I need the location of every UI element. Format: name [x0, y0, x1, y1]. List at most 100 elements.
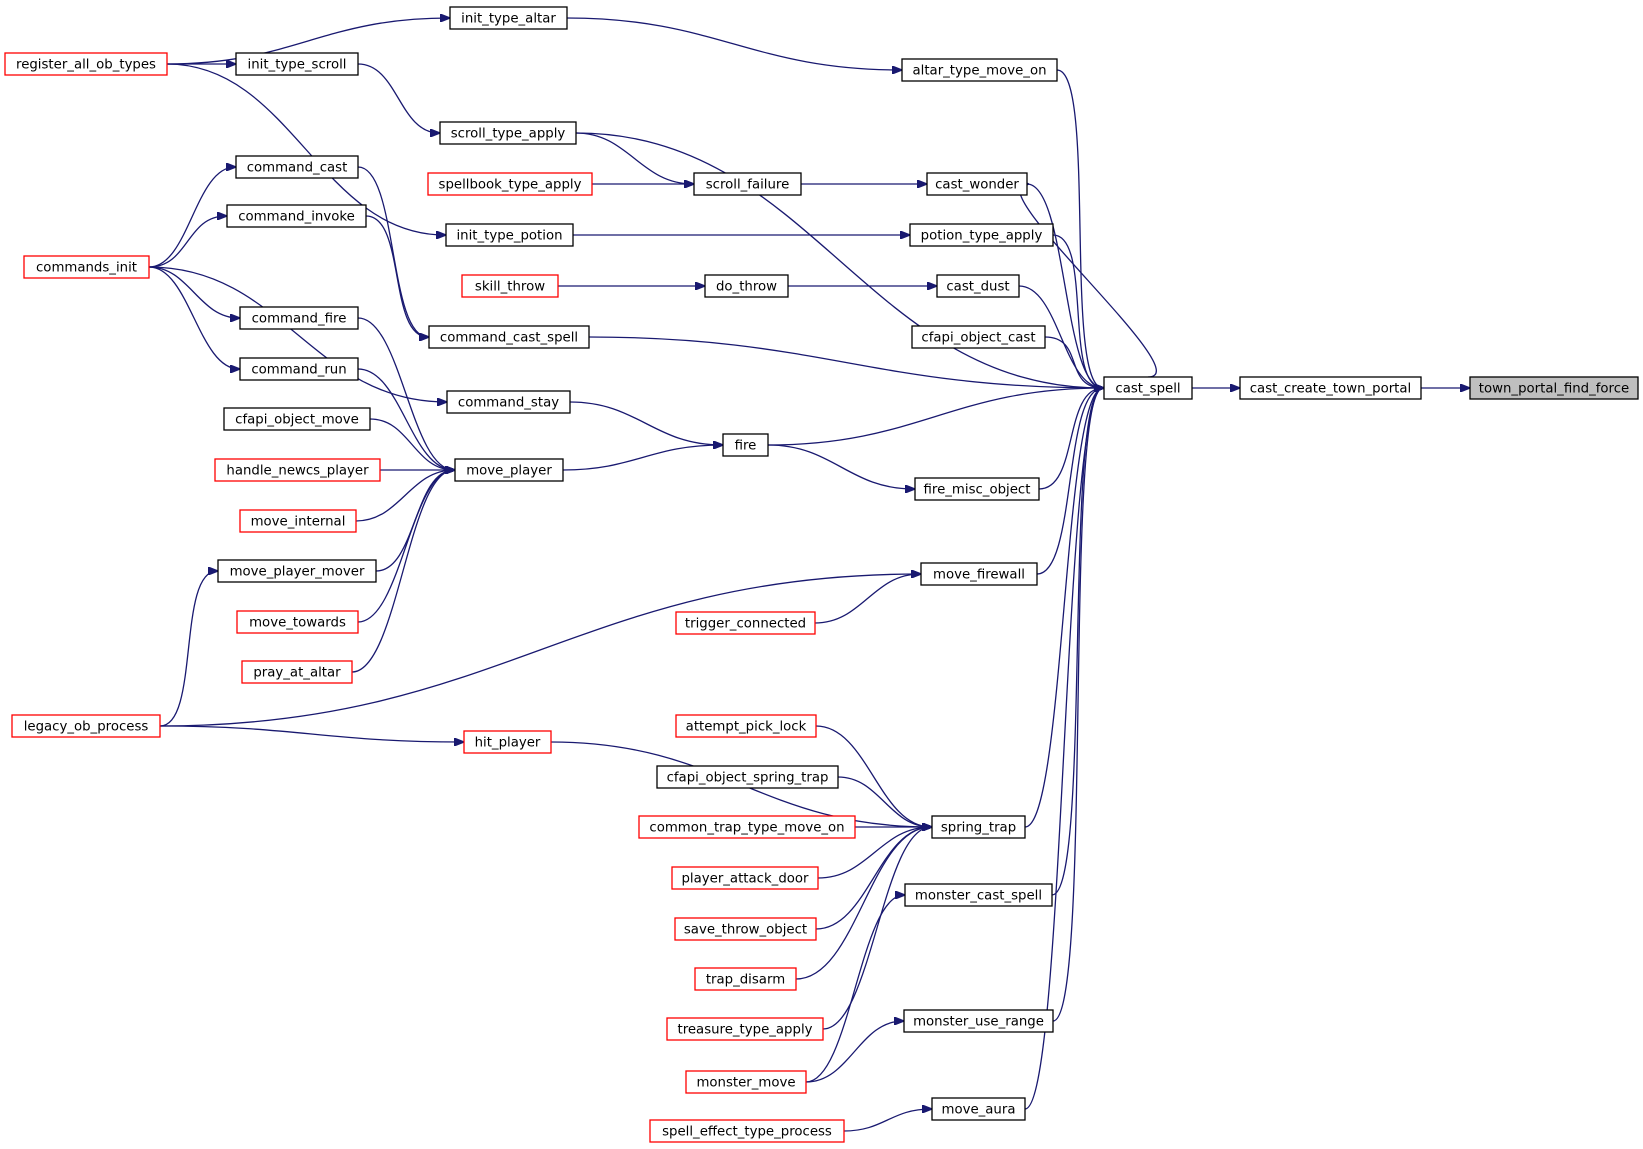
node-box [23, 255, 150, 279]
node-label: commands_init [36, 261, 137, 276]
node-box [666, 1017, 824, 1041]
node-label: skill_throw [475, 280, 545, 295]
edge-command_cast-to-command_cast_spell [357, 166, 428, 337]
node-cast-create-town-portal[interactable]: cast_create_town_portal [1239, 376, 1422, 400]
node-command-run[interactable]: command_run [239, 357, 359, 381]
node-cast-wonder[interactable]: cast_wonder [926, 172, 1028, 196]
node-command-cast-spell[interactable]: command_cast_spell [428, 325, 590, 349]
node-box [931, 815, 1026, 839]
node-label: command_run [251, 363, 346, 378]
node-trap-disarm[interactable]: trap_disarm [694, 967, 797, 991]
node-save-throw-object[interactable]: save_throw_object [674, 917, 817, 941]
node-common-trap-type-move-on[interactable]: common_trap_type_move_on [638, 815, 856, 839]
node-fire[interactable]: fire [722, 433, 769, 457]
node-label: spell_effect_type_process [662, 1125, 832, 1140]
edge-init_type_scroll-to-scroll_type_apply [357, 63, 439, 133]
node-label: init_type_potion [456, 229, 562, 244]
edge-path [357, 368, 454, 470]
node-command-fire[interactable]: command_fire [239, 306, 359, 330]
node-label: spellbook_type_apply [439, 178, 582, 193]
node-monster-use-range[interactable]: monster_use_range [903, 1009, 1054, 1033]
edge-commands_init-to-command_stay [148, 266, 446, 402]
edge-path [159, 571, 217, 727]
node-do-throw[interactable]: do_throw [704, 274, 789, 298]
node-box [909, 223, 1054, 247]
node-box [926, 172, 1028, 196]
node-box [931, 1097, 1026, 1121]
edge-path [159, 574, 920, 727]
node-commands-init[interactable]: commands_init [23, 255, 150, 279]
node-attempt-pick-lock[interactable]: attempt_pick_lock [675, 714, 817, 738]
node-cfapi-object-move[interactable]: cfapi_object_move [223, 407, 371, 431]
node-register-all-ob-types[interactable]: register_all_ob_types [4, 52, 168, 76]
node-spell-effect-type-process[interactable]: spell_effect_type_process [649, 1119, 845, 1143]
edge-pray_at_altar-to-move_player [351, 470, 454, 673]
edge-path [1024, 388, 1103, 828]
edge-command_run-to-move_player [357, 368, 454, 470]
node-cast-spell[interactable]: cast_spell [1103, 376, 1193, 400]
edge-path [148, 266, 239, 318]
node-hit-player[interactable]: hit_player [463, 730, 552, 754]
node-town-portal-find-force[interactable]: town_portal_find_force [1469, 376, 1639, 400]
node-pray-at-altar[interactable]: pray_at_altar [241, 660, 353, 684]
node-label: trigger_connected [685, 617, 806, 632]
node-monster-cast-spell[interactable]: monster_cast_spell [904, 883, 1053, 907]
node-move-player[interactable]: move_player [454, 458, 564, 482]
node-label: potion_type_apply [921, 229, 1043, 244]
edge-move_firewall-to-cast_spell [1036, 388, 1103, 575]
node-fire-misc-object[interactable]: fire_misc_object [914, 477, 1040, 501]
node-cfapi-object-spring-trap[interactable]: cfapi_object_spring_trap [656, 765, 839, 789]
node-label: init_type_altar [461, 12, 556, 27]
edge-path [1051, 388, 1103, 896]
node-altar-type-move-on[interactable]: altar_type_move_on [901, 58, 1058, 82]
node-spellbook-type-apply[interactable]: spellbook_type_apply [427, 172, 593, 196]
node-move-internal[interactable]: move_internal [239, 509, 357, 533]
node-legacy-ob-process[interactable]: legacy_ob_process [11, 714, 161, 738]
node-move-aura[interactable]: move_aura [931, 1097, 1026, 1121]
edge-fire-to-cast_spell [767, 388, 1103, 446]
node-box [722, 433, 769, 457]
node-command-invoke[interactable]: command_invoke [226, 204, 367, 228]
node-init-type-potion[interactable]: init_type_potion [445, 223, 574, 247]
edge-path [357, 317, 454, 470]
node-skill-throw[interactable]: skill_throw [461, 274, 559, 298]
node-label: legacy_ob_process [24, 720, 149, 735]
node-command-stay[interactable]: command_stay [446, 390, 571, 414]
node-command-cast[interactable]: command_cast [235, 155, 359, 179]
node-potion-type-apply[interactable]: potion_type_apply [909, 223, 1054, 247]
node-box [693, 172, 802, 196]
node-handle-newcs-player[interactable]: handle_newcs_player [214, 458, 381, 482]
node-move-player-mover[interactable]: move_player_mover [217, 559, 377, 583]
node-spring-trap[interactable]: spring_trap [931, 815, 1026, 839]
node-move-firewall[interactable]: move_firewall [920, 562, 1038, 586]
edge-path [815, 827, 931, 930]
node-box [685, 1070, 807, 1094]
node-init-type-scroll[interactable]: init_type_scroll [235, 52, 359, 76]
edge-register_all_ob_types-to-init_type_potion [166, 63, 445, 235]
node-cfapi-object-cast[interactable]: cfapi_object_cast [911, 325, 1046, 349]
node-scroll-type-apply[interactable]: scroll_type_apply [439, 121, 577, 145]
node-cast-dust[interactable]: cast_dust [936, 274, 1020, 298]
edge-commands_init-to-command_cast [148, 167, 235, 268]
edge-command_fire-to-move_player [357, 317, 454, 470]
edge-move_aura-to-cast_spell [1024, 388, 1103, 1110]
edge-path [1024, 388, 1103, 1110]
edge-path [1052, 388, 1103, 1022]
node-move-towards[interactable]: move_towards [236, 610, 359, 634]
edge-fire_misc_object-to-cast_spell [1038, 388, 1103, 490]
node-treasure-type-apply[interactable]: treasure_type_apply [666, 1017, 824, 1041]
edge-trap_disarm-to-spring_trap [795, 827, 931, 980]
edge-init_type_altar-to-altar_type_move_on [566, 17, 901, 70]
node-trigger-connected[interactable]: trigger_connected [675, 611, 816, 635]
node-scroll-failure[interactable]: scroll_failure [693, 172, 802, 196]
node-label: register_all_ob_types [16, 58, 156, 73]
node-label: move_player_mover [230, 565, 365, 580]
edge-spell_effect_type_process-to-move_aura [843, 1109, 931, 1132]
node-player-attack-door[interactable]: player_attack_door [671, 866, 819, 890]
node-label: monster_move [696, 1076, 795, 1091]
edge-path [569, 401, 722, 445]
node-init-type-altar[interactable]: init_type_altar [449, 6, 568, 30]
edge-commands_init-to-command_invoke [148, 216, 226, 268]
edge-path [817, 827, 931, 879]
node-monster-move[interactable]: monster_move [685, 1070, 807, 1094]
